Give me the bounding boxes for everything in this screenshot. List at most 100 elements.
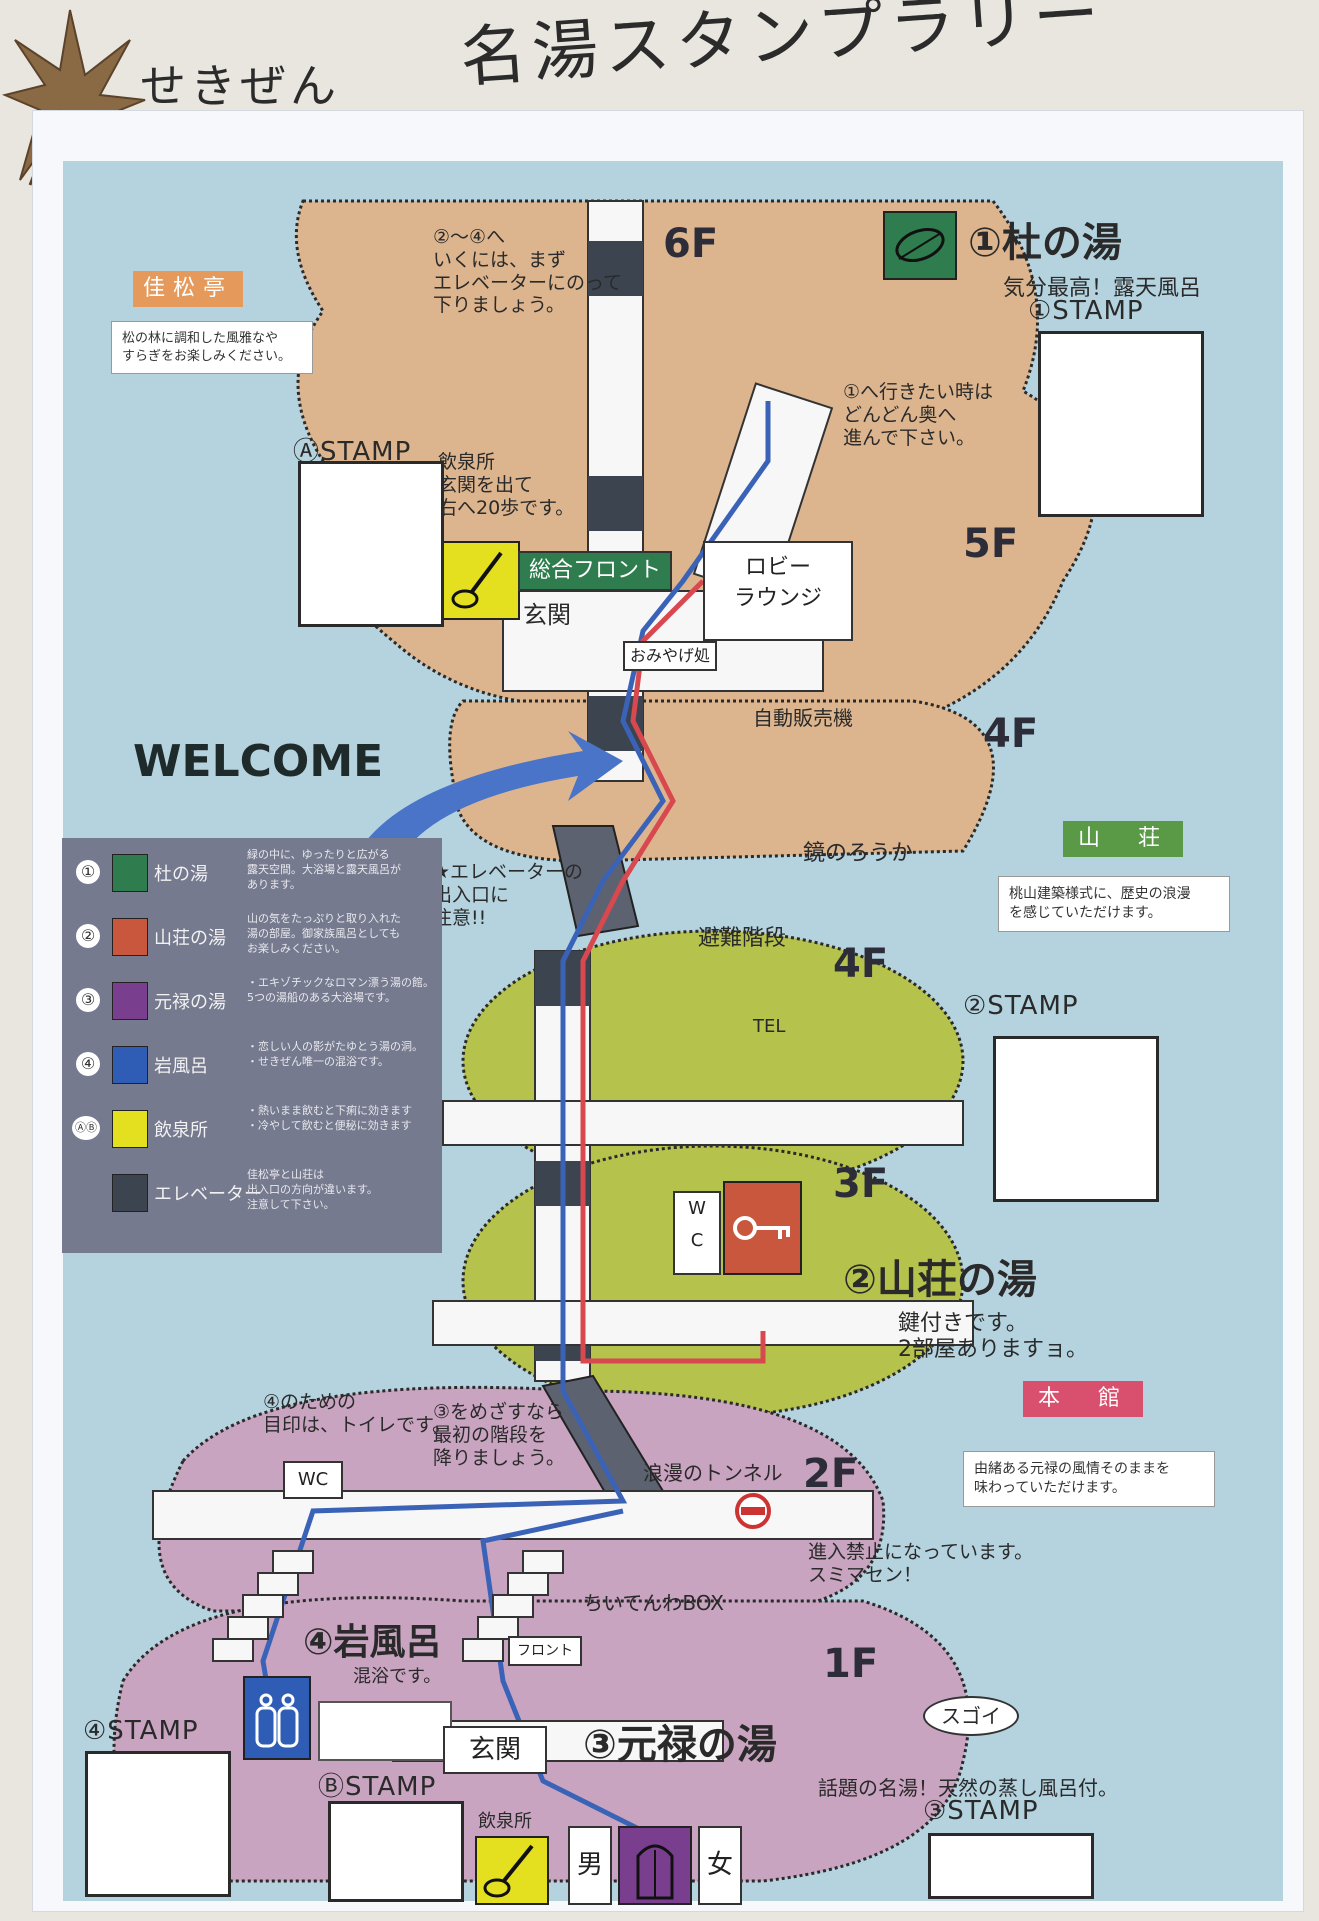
bath-1-subtitle: 気分最高！露天風呂	[1003, 276, 1202, 301]
legend-row-elevator: エレベーター 佳松亭と山荘は 出入口の方向が違います。 注意して下さい。	[72, 1166, 432, 1241]
tunnel-label: 浪漫のトンネル	[643, 1461, 783, 1485]
legend-name: 飲泉所	[154, 1120, 208, 1141]
legend-name: 杜の湯	[154, 864, 208, 885]
legend-name: 元禄の湯	[154, 992, 226, 1013]
tag-honkan: 本 館	[1023, 1381, 1143, 1417]
legend-name: 山荘の湯	[154, 928, 226, 949]
route-blue	[260, 401, 771, 1722]
bath-2-icon	[723, 1181, 802, 1275]
leaf-icon	[895, 227, 945, 263]
bath-2-name: ②山荘の湯	[843, 1257, 1037, 1303]
corridor-3f	[432, 1300, 974, 1346]
legend-number: ①	[76, 860, 100, 884]
stamp-a-box[interactable]	[298, 461, 444, 627]
floor-label-4f-upper: 4F	[983, 711, 1039, 757]
legend-description: 山の気をたっぷりと取り入れた 湯の部屋。御家族風呂としても お楽しみください。	[247, 912, 401, 955]
legend-panel: ① 杜の湯 緑の中に、ゆったりと広がる 露天空間。大浴場と露天風呂が あります。…	[62, 838, 442, 1253]
stamp-3-box[interactable]	[928, 1833, 1094, 1899]
toilet-3f-c: C	[690, 1230, 704, 1252]
door-icon	[112, 982, 148, 1020]
note-no-entry: 進入禁止になっています。 スミマセン！	[808, 1541, 1034, 1586]
title-subtitle: せきぜん	[140, 59, 340, 113]
welcome-label: WELCOME	[133, 736, 384, 787]
mirror-corridor-shaft	[551, 825, 640, 938]
drinking-spring-b-label: 飲泉所	[478, 1811, 532, 1832]
stamp-2-box[interactable]	[993, 1036, 1159, 1202]
sansou-description: 桃山建築様式に、歴史の浪漫 を感じていただけます。	[998, 876, 1230, 932]
note-drinking-spring-a: 飲泉所 玄関を出て 右へ20歩です。	[438, 451, 575, 519]
poster-sheet: 6F 5F 4F 4F 3F 2F 1F 佳松亭 松の林に調和した風雅なや すら…	[32, 110, 1304, 1912]
stamp-4-label: ④STAMP	[83, 1716, 199, 1746]
bath-4-subtitle: 混浴です。	[353, 1666, 442, 1687]
legend-number: ④	[76, 1052, 100, 1076]
bath-2-subtitle: 鍵付きです。 2部屋ありますョ。	[898, 1311, 1088, 1363]
page-title: 名湯スタンプラリー	[457, 0, 1108, 97]
note-to-bath-3: ③をめざすなら 最初の階段を 降りましょう。	[433, 1401, 565, 1469]
legend-name: エレベーター	[154, 1184, 262, 1205]
drinking-spring-b-icon	[475, 1836, 549, 1905]
leaf-icon	[112, 854, 148, 892]
mens-bath-label: 男	[568, 1826, 612, 1905]
floor-label-1f: 1F	[823, 1641, 879, 1687]
elevator-car-5f	[588, 476, 643, 531]
bath-3-subtitle: 話題の名湯！天然の蒸し風呂付。	[818, 1776, 1118, 1800]
womens-bath-label: 女	[698, 1826, 742, 1905]
tag-kashoutei: 佳松亭	[133, 271, 243, 307]
legend-number: ②	[76, 924, 100, 948]
telephone-label: TEL	[753, 1016, 786, 1037]
drinking-spring-a-icon	[441, 541, 520, 620]
note-toilet-mark: ④のための 目印は、トイレです。	[263, 1391, 452, 1436]
legend-description: ・熱いまま飲むと下痢に効きます ・冷やして飲むと便秘に効きます	[247, 1104, 412, 1132]
floor-label-5f: 5F	[963, 521, 1019, 567]
stamp-4-box[interactable]	[85, 1751, 231, 1897]
stamp-1-label: ①STAMP	[1028, 296, 1144, 326]
entrance-5f-label: 玄関	[523, 601, 571, 629]
legend-name: 岩風呂	[154, 1056, 208, 1077]
stamp-b-box[interactable]	[328, 1801, 464, 1902]
sugoi-bubble: スゴイ	[923, 1696, 1019, 1736]
front-desk-label: 総合フロント	[518, 551, 672, 591]
mirror-corridor-label: 鏡のろうか	[803, 841, 914, 866]
bath-3-icon	[618, 1826, 692, 1905]
note-elevator-hint: ②～④へ いくには、まず エレベーターにのって 下りましょう。	[433, 226, 623, 317]
ladle-icon	[451, 551, 503, 609]
floor-label-3f: 3F	[833, 1161, 889, 1207]
legend-description: 佳松亭と山荘は 出入口の方向が違います。 注意して下さい。	[247, 1168, 378, 1211]
floor-label-6f: 6F	[663, 221, 719, 267]
entrance-1f-label: 玄関	[443, 1726, 547, 1774]
legend-number: ⒶⒷ	[72, 1116, 100, 1140]
souvenir-shop-label: おみやげ処	[623, 641, 717, 671]
legend-row-drinking-spring: ⒶⒷ 飲泉所 ・熱いまま飲むと下痢に効きます ・冷やして飲むと便秘に効きます	[72, 1102, 432, 1162]
bath-1-name: ①杜の湯	[968, 220, 1122, 266]
stamp-3-label: ③STAMP	[923, 1796, 1039, 1826]
ladle-icon	[483, 1844, 534, 1898]
honkan-description: 由緒ある元禄の風情そのままを 味わっていただけます。	[963, 1451, 1215, 1507]
legend-number: ③	[76, 988, 100, 1012]
note-elevator-warning: ★エレベーターの 出入口に 注意!!	[433, 861, 584, 929]
front-1f-label: フロント	[508, 1636, 582, 1666]
bath-3-name: ③元禄の湯	[583, 1722, 777, 1768]
bath-4-name: ④岩風呂	[303, 1622, 442, 1663]
key-icon	[733, 1216, 790, 1240]
stamp-1-box[interactable]	[1038, 331, 1204, 517]
note-go-deep: ①へ行きたい時は どんどん奥へ 進んで下さい。	[843, 381, 994, 449]
stamp-b-label: ⒷSTAMP	[318, 1772, 437, 1802]
info-box-label: ちいてんわBOX	[583, 1591, 724, 1615]
legend-description: ・エキゾチックなロマン漂う湯の館。 5つの湯船のある大浴場です。	[247, 976, 434, 1004]
elevator-icon	[112, 1174, 148, 1212]
legend-row-bath-4: ④ 岩風呂 ・恋しい人の影がたゆとう湯の洞。 ・せきぜん唯一の混浴です。	[72, 1038, 432, 1098]
floor-map: 6F 5F 4F 4F 3F 2F 1F 佳松亭 松の林に調和した風雅なや すら…	[63, 161, 1283, 1905]
legend-row-bath-1: ① 杜の湯 緑の中に、ゆったりと広がる 露天空間。大浴場と露天風呂が あります。	[72, 846, 432, 906]
route-blue-3	[480, 1508, 665, 1844]
corridor-4f-lower	[442, 1100, 964, 1146]
legend-description: 緑の中に、ゆったりと広がる 露天空間。大浴場と露天風呂が あります。	[247, 848, 401, 891]
tag-sansou: 山 荘	[1063, 821, 1183, 857]
bath-1-icon	[883, 211, 957, 280]
bottle-icon	[112, 1046, 148, 1084]
kashoutei-description: 松の林に調和した風雅なや すらぎをお楽しみください。	[111, 321, 313, 375]
legend-row-bath-3: ③ 元禄の湯 ・エキゾチックなロマン漂う湯の館。 5つの湯船のある大浴場です。	[72, 974, 434, 1034]
toilet-2f: WC	[283, 1461, 343, 1499]
stairs-left	[212, 1550, 314, 1662]
legend-description: ・恋しい人の影がたゆとう湯の洞。 ・せきぜん唯一の混浴です。	[247, 1040, 423, 1068]
